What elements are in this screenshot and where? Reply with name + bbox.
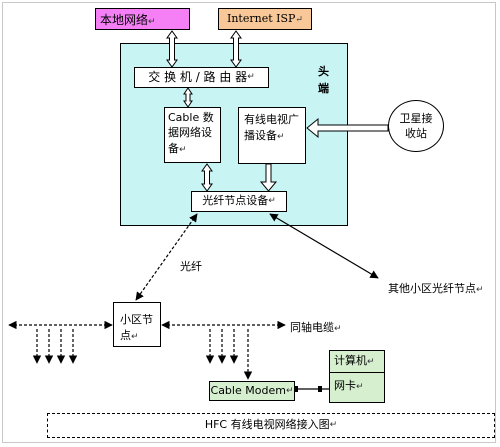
link-cable-device-to-node [201,163,213,192]
cable-data-device-label: Cable 数据网络设备 [168,111,214,155]
other-cell-nodes-label: 其他小区光纤节点↵ [388,282,484,295]
computer-box: 计算机↵ 网卡↵ [329,350,385,403]
cell-node-box: 小区节点↵ [113,302,161,347]
link-switch-to-cable-device [183,87,193,108]
nic-label: 网卡 [334,379,356,392]
head-end-label: 头端 [318,65,329,95]
figure-caption: HFC 有线电视网络接入图↵ [47,413,495,438]
coax-cable-text: 同轴电缆 [290,321,334,334]
link-broadcast-to-node [259,163,278,192]
right-drop-taps [205,329,239,364]
catv-broadcast-box: 有线电视广播设备↵ [238,107,306,164]
internet-isp-label: Internet ISP [227,12,296,25]
switch-router-box: 交 换 机 / 路 由 器↵ [134,67,269,88]
link-satellite-to-broadcast [306,117,389,139]
modem-to-nic-link [294,386,329,392]
catv-broadcast-label: 有线电视广播设备 [244,113,299,142]
optical-node-device-label: 光纤节点设备 [202,194,269,208]
internet-isp-box: Internet ISP↵ [218,8,312,30]
left-drop-taps [32,329,78,364]
switch-router-label: 交 换 机 / 路 由 器 [148,70,248,85]
other-cell-nodes-text: 其他小区光纤节点 [388,282,476,295]
figure-frame [2,2,496,443]
cable-modem-box: Cable Modem↵ [209,381,295,401]
cable-data-device-box: Cable 数据网络设备↵ [164,107,221,163]
coax-cable-label: 同轴电缆↵ [290,321,342,334]
computer-label: 计算机 [334,354,367,367]
computer-label-cell: 计算机↵ [330,351,384,373]
other-nodes-line [269,213,379,279]
satellite-receiver-label: 卫星接收站 [399,111,433,140]
link-isp-to-switch [230,30,242,68]
cell-node-label: 小区节点 [120,313,153,342]
fiber-line [135,213,198,301]
local-network-box: 本地网络↵ [95,8,190,30]
satellite-receiver-box: 卫星接收站 [388,100,444,152]
local-network-label: 本地网络 [100,13,149,27]
link-local-to-switch [166,30,178,68]
cable-modem-label: Cable Modem [210,383,286,397]
nic-cell: 网卡↵ [334,379,364,392]
optical-node-device-box: 光纤节点设备↵ [191,191,287,212]
figure-caption-text: HFC 有线电视网络接入图 [204,418,330,432]
